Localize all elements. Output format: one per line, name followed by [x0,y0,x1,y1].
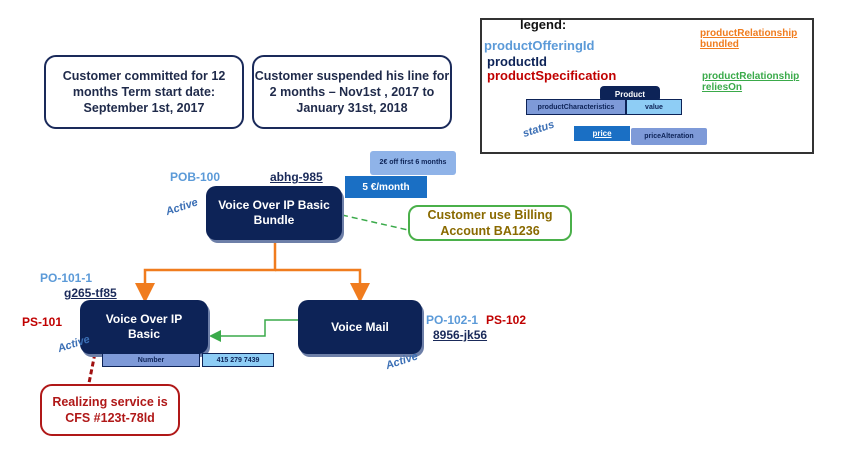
legend-price-label: price [592,129,612,138]
legend-characteristics-label: productCharacteristics [537,103,615,111]
billing-dashed-link [341,214,409,231]
bundle-price-alteration: 2€ off first 6 months [370,151,456,175]
relies-on-arrow [209,319,298,342]
bundle-price: 5 €/month [345,176,427,198]
bundle-offering-id: POB-100 [170,170,221,184]
bundle-price-text: 5 €/month [362,181,410,193]
realizing-service-note: Realizing service is CFS #123t-78ld [40,384,180,436]
commitment-note-text: Customer committed for 12 months Term st… [62,69,226,115]
voicemail-product-name: Voice Mail [331,320,389,334]
voip-characteristic-name-text: Number [137,356,165,364]
bundled-arrow-voip [135,240,277,303]
voip-characteristic-value-text: 415 279 7439 [216,356,260,364]
commitment-note: Customer committed for 12 months Term st… [44,55,244,129]
bundle-product-name: Voice Over IP Basic Bundle [218,198,330,227]
legend-spec: productSpecification [487,68,617,83]
voip-spec-id: PS-101 [22,315,63,329]
legend-characteristics-cell: productCharacteristics [526,99,626,115]
legend-alteration-label: priceAlteration [644,133,694,140]
legend-price-cell: price [574,126,630,141]
voip-product-id: g265-tf85 [64,286,117,300]
suspension-note-text: Customer suspended his line for 2 months… [254,69,450,115]
legend-product-id: productId [487,54,547,69]
legend-bundled-label: productRelationship bundled [700,28,798,50]
bundle-price-alteration-text: 2€ off first 6 months [379,159,447,166]
realizing-service-note-text: Realizing service is CFS #123t-78ld [52,395,168,425]
legend-value-label: value [645,103,663,111]
voip-characteristic-value: 415 279 7439 [202,353,274,367]
bundle-product-node: Voice Over IP Basic Bundle [206,186,342,240]
voip-product-name: Voice Over IP Basic [105,312,183,341]
bundled-arrow-voicemail [275,268,370,303]
billing-account-note: Customer use Billing Account BA1236 [408,205,572,241]
legend-product-label: Product [614,89,646,99]
voicemail-product-node: Voice Mail [298,300,422,354]
voip-characteristic-name: Number [102,353,200,367]
billing-account-note-text: Customer use Billing Account BA1236 [427,208,553,238]
voip-product-node: Voice Over IP Basic [80,300,208,354]
legend-alteration-cell: priceAlteration [631,128,707,145]
bundle-product-id: abhg-985 [270,170,323,184]
legend-product-node: Product [600,86,660,102]
voicemail-offering-id: PO-102-1 [426,313,479,327]
legend-title: legend: [520,17,567,32]
legend-value-cell: value [626,99,682,115]
legend-relies-label: productRelationship reliesOn [702,71,800,93]
voicemail-spec-id: PS-102 [486,313,527,327]
suspension-note: Customer suspended his line for 2 months… [252,55,452,129]
voip-offering-id: PO-101-1 [40,271,93,285]
voicemail-product-id: 8956-jk56 [433,328,488,342]
legend-offering-id: productOfferingId [484,38,595,53]
